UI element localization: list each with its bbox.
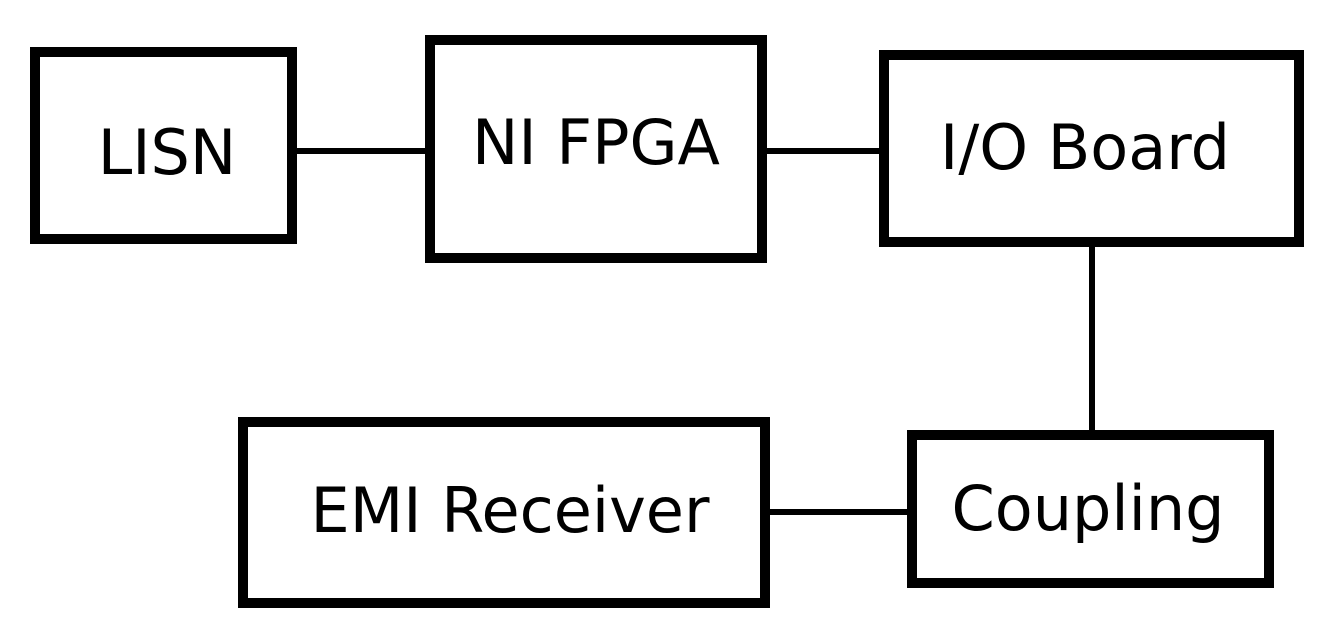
node-ni-fpga-box	[425, 35, 767, 263]
node-ni-fpga: NI FPGA	[425, 35, 767, 263]
node-io-board-label: I/O Board	[940, 111, 1230, 184]
node-coupling-label: Coupling	[952, 472, 1225, 545]
node-emi-receiver-box	[238, 417, 770, 608]
node-emi-receiver-label: EMI Receiver	[311, 474, 710, 547]
node-io-board: I/O Board	[879, 50, 1304, 247]
node-io-board-box	[879, 50, 1304, 247]
node-ni-fpga-label: NI FPGA	[472, 106, 720, 179]
node-lisn-label: LISN	[98, 116, 237, 189]
node-coupling-box	[907, 430, 1274, 588]
node-lisn-box	[30, 47, 297, 244]
node-emi-receiver: EMI Receiver	[238, 417, 770, 608]
node-coupling: Coupling	[907, 430, 1274, 588]
node-lisn: LISN	[30, 47, 297, 244]
